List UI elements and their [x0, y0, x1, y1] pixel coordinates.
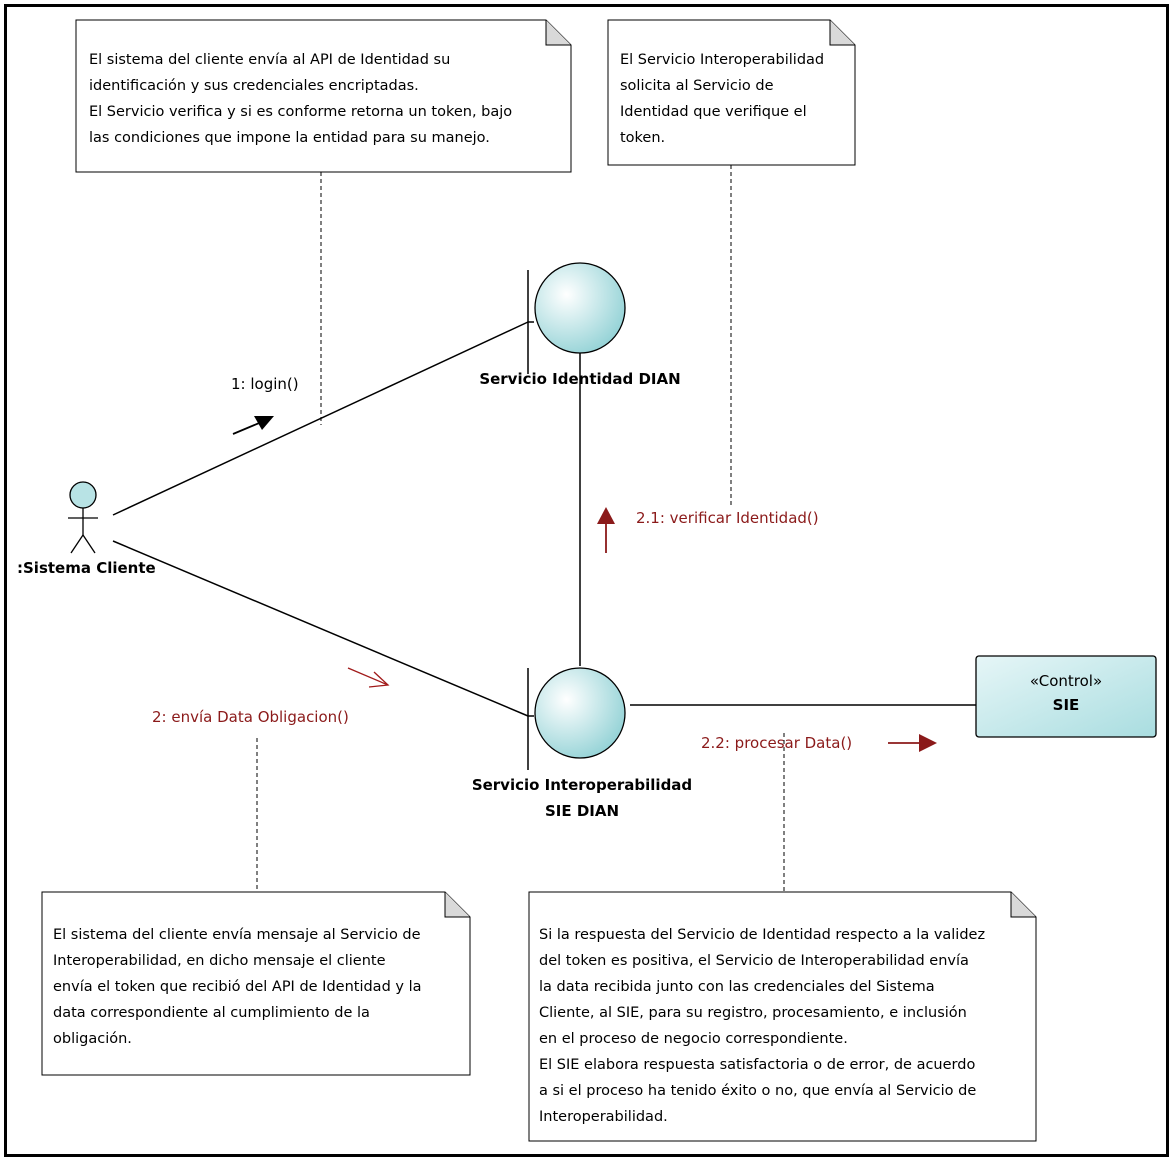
interop-service-label-line1: Servicio Interoperabilidad	[471, 776, 693, 794]
arrow-envia-data	[347, 667, 390, 688]
message-procesar-data: 2.2: procesar Data()	[701, 734, 853, 752]
note-box-top-left	[75, 19, 572, 173]
note-box-bottom-right	[528, 891, 1037, 1142]
note-box-bottom-left	[41, 891, 471, 1076]
note-text-top-left: El sistema del cliente envía al API de I…	[89, 52, 513, 146]
message-envia-data: 2: envía Data Obligacion()	[152, 708, 349, 726]
note-fold-top-left	[545, 20, 571, 46]
note-fold-bottom-right	[1010, 892, 1036, 918]
diagram-frame	[4, 4, 1169, 1157]
interop-service-label-line2: SIE DIAN	[544, 802, 620, 820]
control-name: SIE	[1052, 696, 1080, 714]
message-login: 1: login()	[231, 375, 299, 393]
actor-label: :Sistema Cliente	[17, 559, 156, 577]
association-client-interop	[112, 540, 529, 717]
note-fold-bottom-left	[444, 892, 470, 918]
note-text-bottom-left: El sistema del cliente envía mensaje al …	[53, 927, 422, 1047]
note-fold-top-right	[829, 20, 855, 46]
arrow-procesar-data	[888, 734, 937, 752]
arrow-verificar-identidad	[597, 507, 615, 553]
note-text-top-right: El Servicio Interoperabilidad solicita a…	[620, 52, 825, 146]
control-stereotype: «Control»	[1029, 672, 1103, 690]
identity-service-label: Servicio Identidad DIAN	[479, 370, 681, 388]
boundary-icon-identity	[527, 262, 626, 374]
note-box-top-right	[607, 19, 856, 166]
actor-icon	[68, 481, 98, 554]
message-verificar-identidad: 2.1: verificar Identidad()	[636, 509, 819, 527]
arrow-login	[232, 416, 274, 435]
note-text-bottom-right: Si la respuesta del Servicio de Identida…	[539, 927, 986, 1125]
control-box-sie	[975, 655, 1157, 738]
boundary-icon-interop	[527, 667, 626, 770]
